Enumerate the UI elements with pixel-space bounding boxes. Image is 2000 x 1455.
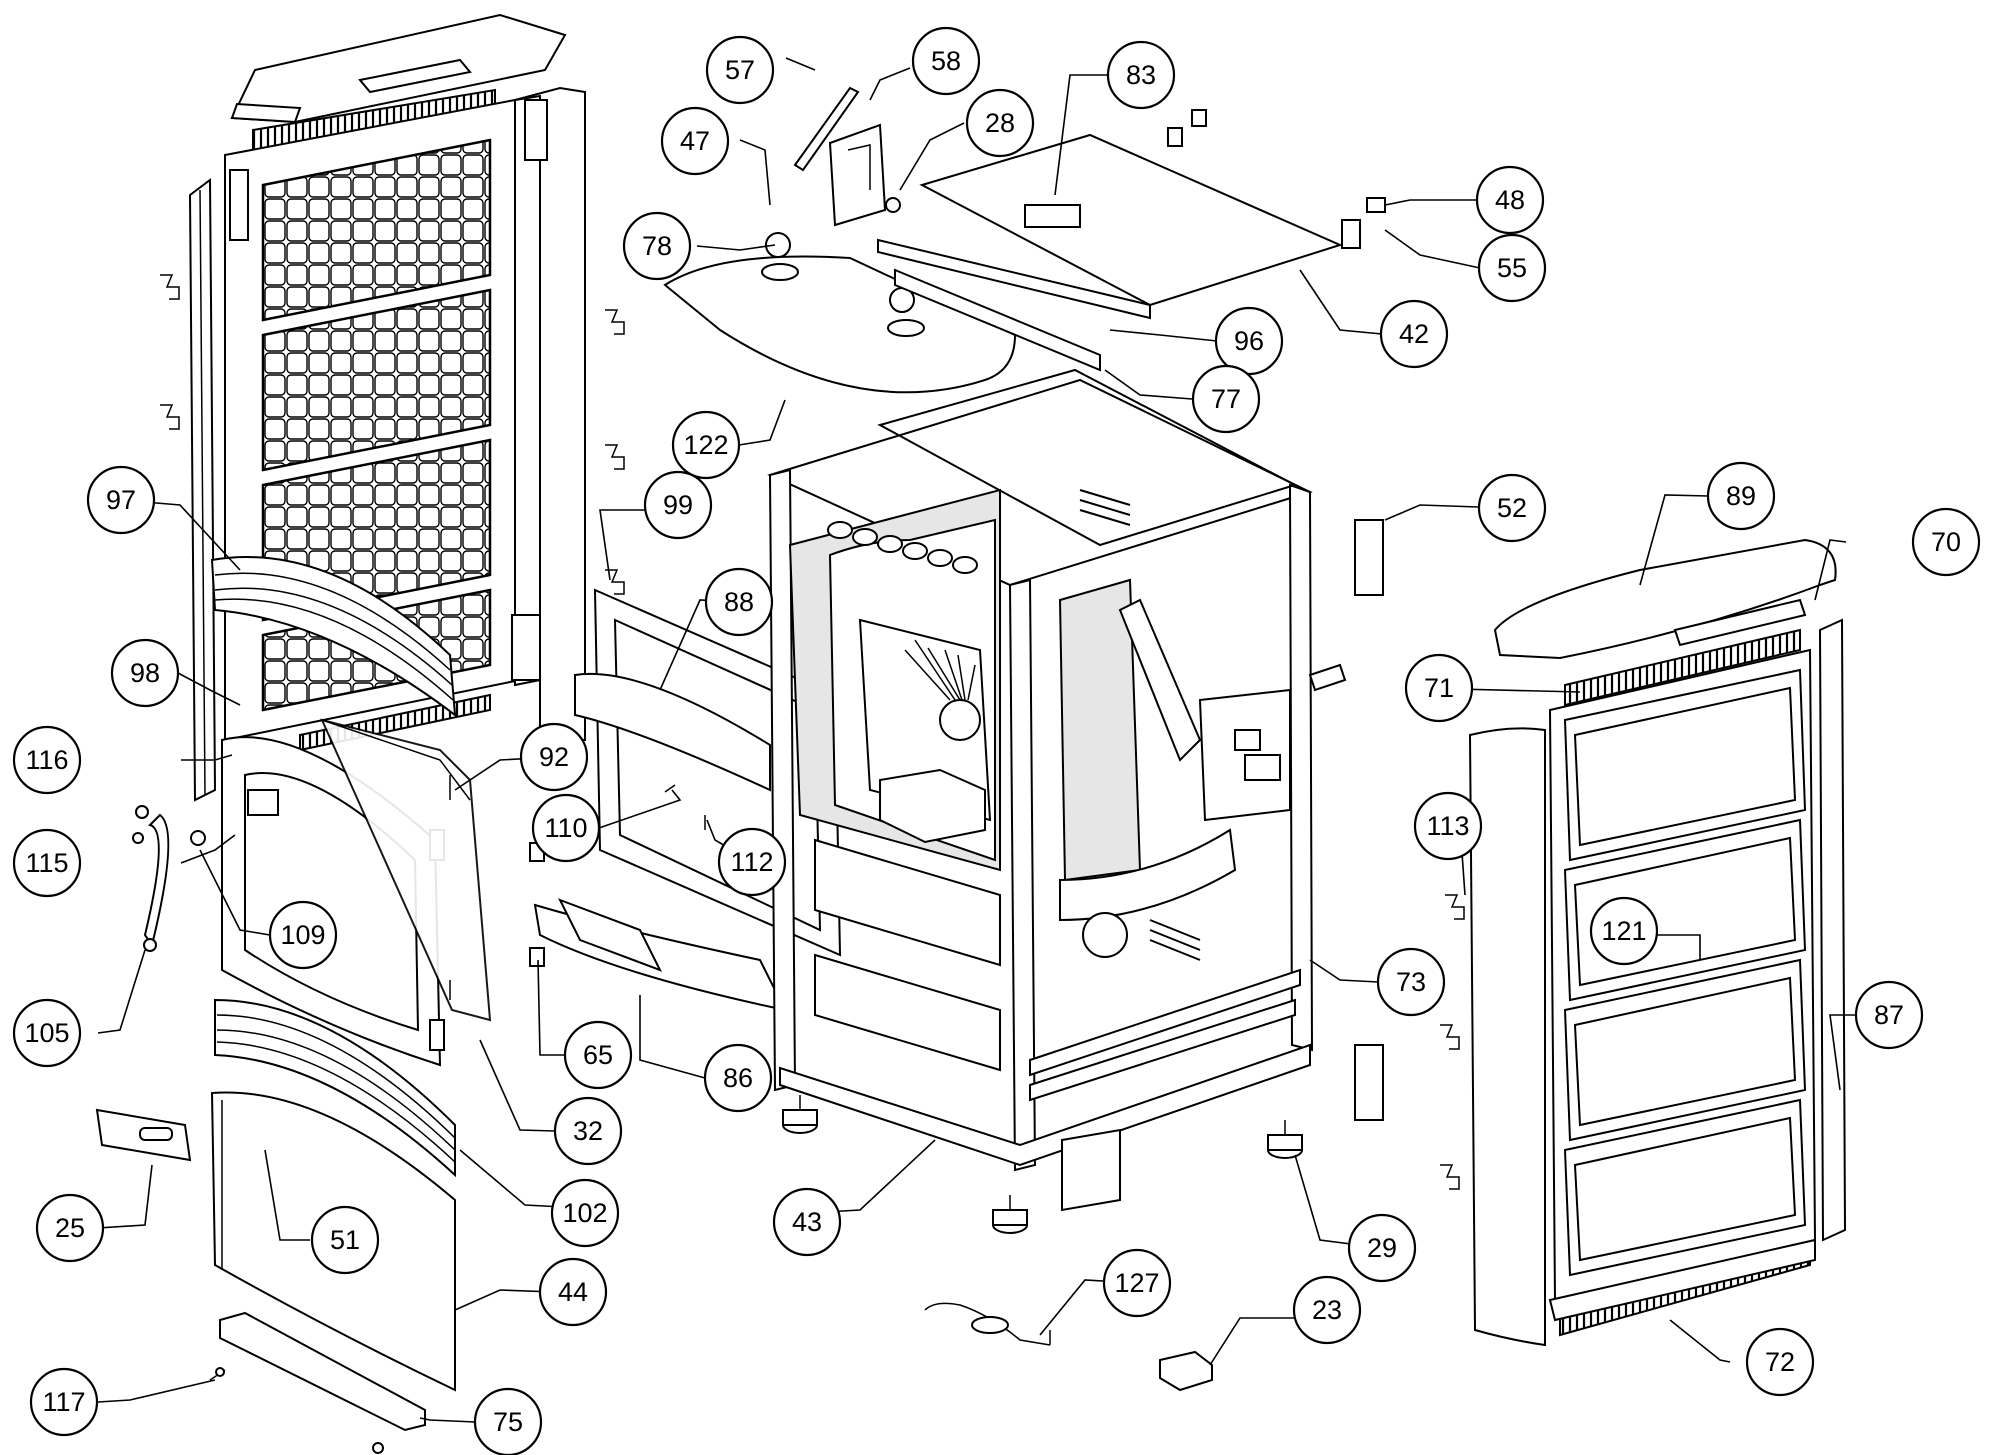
callout-25: 25 [35, 1193, 105, 1263]
svg-text:32: 32 [573, 1116, 603, 1146]
svg-text:92: 92 [539, 742, 569, 772]
leader-lines [97, 57, 1856, 1423]
callout-122: 122 [671, 410, 741, 480]
svg-text:102: 102 [562, 1198, 607, 1228]
svg-text:42: 42 [1399, 319, 1429, 349]
svg-text:52: 52 [1497, 493, 1527, 523]
left-side-panel [160, 13, 625, 802]
svg-text:97: 97 [106, 485, 136, 515]
svg-text:122: 122 [683, 430, 728, 460]
callout-112: 112 [717, 827, 787, 897]
callout-105: 105 [12, 998, 82, 1068]
svg-text:87: 87 [1874, 1000, 1904, 1030]
callout-102: 102 [550, 1178, 620, 1248]
svg-text:43: 43 [792, 1207, 822, 1237]
callout-32: 32 [553, 1096, 623, 1166]
callout-44: 44 [538, 1257, 608, 1327]
svg-text:28: 28 [985, 108, 1015, 138]
callout-23: 23 [1292, 1275, 1362, 1345]
callout-109: 109 [268, 900, 338, 970]
svg-text:71: 71 [1424, 673, 1454, 703]
svg-text:72: 72 [1765, 1347, 1795, 1377]
svg-text:55: 55 [1497, 253, 1527, 283]
callout-86: 86 [703, 1043, 773, 1113]
svg-text:86: 86 [723, 1063, 753, 1093]
callout-43: 43 [772, 1187, 842, 1257]
svg-text:99: 99 [663, 490, 693, 520]
svg-text:78: 78 [642, 231, 672, 261]
svg-text:112: 112 [730, 847, 773, 877]
svg-text:47: 47 [680, 126, 710, 156]
callout-110: 110 [531, 793, 601, 863]
svg-text:89: 89 [1726, 481, 1756, 511]
callout-47: 47 [660, 106, 730, 176]
svg-text:88: 88 [724, 587, 754, 617]
callout-48: 48 [1475, 165, 1545, 235]
svg-text:65: 65 [583, 1040, 613, 1070]
callout-127: 127 [1102, 1248, 1172, 1318]
callout-72: 72 [1745, 1327, 1815, 1397]
svg-text:73: 73 [1396, 967, 1426, 997]
callout-52: 52 [1477, 473, 1547, 543]
callout-58: 58 [911, 26, 981, 96]
callout-42: 42 [1379, 299, 1449, 369]
callout-87: 87 [1854, 980, 1924, 1050]
svg-text:51: 51 [330, 1225, 360, 1255]
callout-57: 57 [705, 35, 775, 105]
svg-text:115: 115 [25, 848, 68, 878]
svg-text:58: 58 [931, 46, 961, 76]
callout-75: 75 [473, 1387, 543, 1455]
callout-117: 117 [29, 1367, 99, 1437]
callout-71: 71 [1404, 653, 1474, 723]
callout-115: 115 [12, 828, 82, 898]
svg-text:127: 127 [1114, 1268, 1159, 1298]
callout-98: 98 [110, 638, 180, 708]
callout-116: 116 [12, 725, 82, 795]
callout-83: 83 [1106, 40, 1176, 110]
svg-text:77: 77 [1211, 384, 1241, 414]
callout-70: 70 [1911, 507, 1981, 577]
svg-text:116: 116 [25, 745, 68, 775]
callout-78: 78 [622, 211, 692, 281]
callout-99: 99 [643, 470, 713, 540]
svg-text:109: 109 [280, 920, 325, 950]
callout-97: 97 [86, 465, 156, 535]
callout-65: 65 [563, 1020, 633, 1090]
misc-parts [924, 1302, 1213, 1392]
svg-text:113: 113 [1426, 811, 1469, 841]
callout-77: 77 [1191, 364, 1261, 434]
svg-text:98: 98 [130, 658, 160, 688]
svg-text:57: 57 [725, 55, 755, 85]
svg-text:44: 44 [558, 1277, 588, 1307]
svg-text:48: 48 [1495, 185, 1525, 215]
svg-text:121: 121 [1601, 916, 1646, 946]
top-cover-assembly [663, 86, 1386, 394]
callout-28: 28 [965, 88, 1035, 158]
svg-text:117: 117 [42, 1387, 85, 1417]
svg-text:105: 105 [24, 1018, 69, 1048]
svg-text:96: 96 [1234, 326, 1264, 356]
svg-text:83: 83 [1126, 60, 1156, 90]
callout-73: 73 [1376, 947, 1446, 1017]
callout-29: 29 [1347, 1213, 1417, 1283]
svg-text:25: 25 [55, 1213, 85, 1243]
svg-text:70: 70 [1931, 527, 1961, 557]
callout-121: 121 [1589, 896, 1659, 966]
right-side-panel [1440, 538, 1847, 1347]
callout-55: 55 [1477, 233, 1547, 303]
callout-88: 88 [704, 567, 774, 637]
door-assembly [95, 556, 545, 1454]
callout-89: 89 [1706, 461, 1776, 531]
svg-text:23: 23 [1312, 1295, 1342, 1325]
callout-96: 96 [1214, 306, 1284, 376]
callout-113: 113 [1413, 791, 1483, 861]
svg-text:75: 75 [493, 1407, 523, 1437]
callout-51: 51 [310, 1205, 380, 1275]
svg-text:29: 29 [1367, 1233, 1397, 1263]
svg-text:110: 110 [544, 813, 587, 843]
main-body-frame [767, 368, 1384, 1234]
callout-92: 92 [519, 722, 589, 792]
burner-blades [904, 639, 981, 741]
